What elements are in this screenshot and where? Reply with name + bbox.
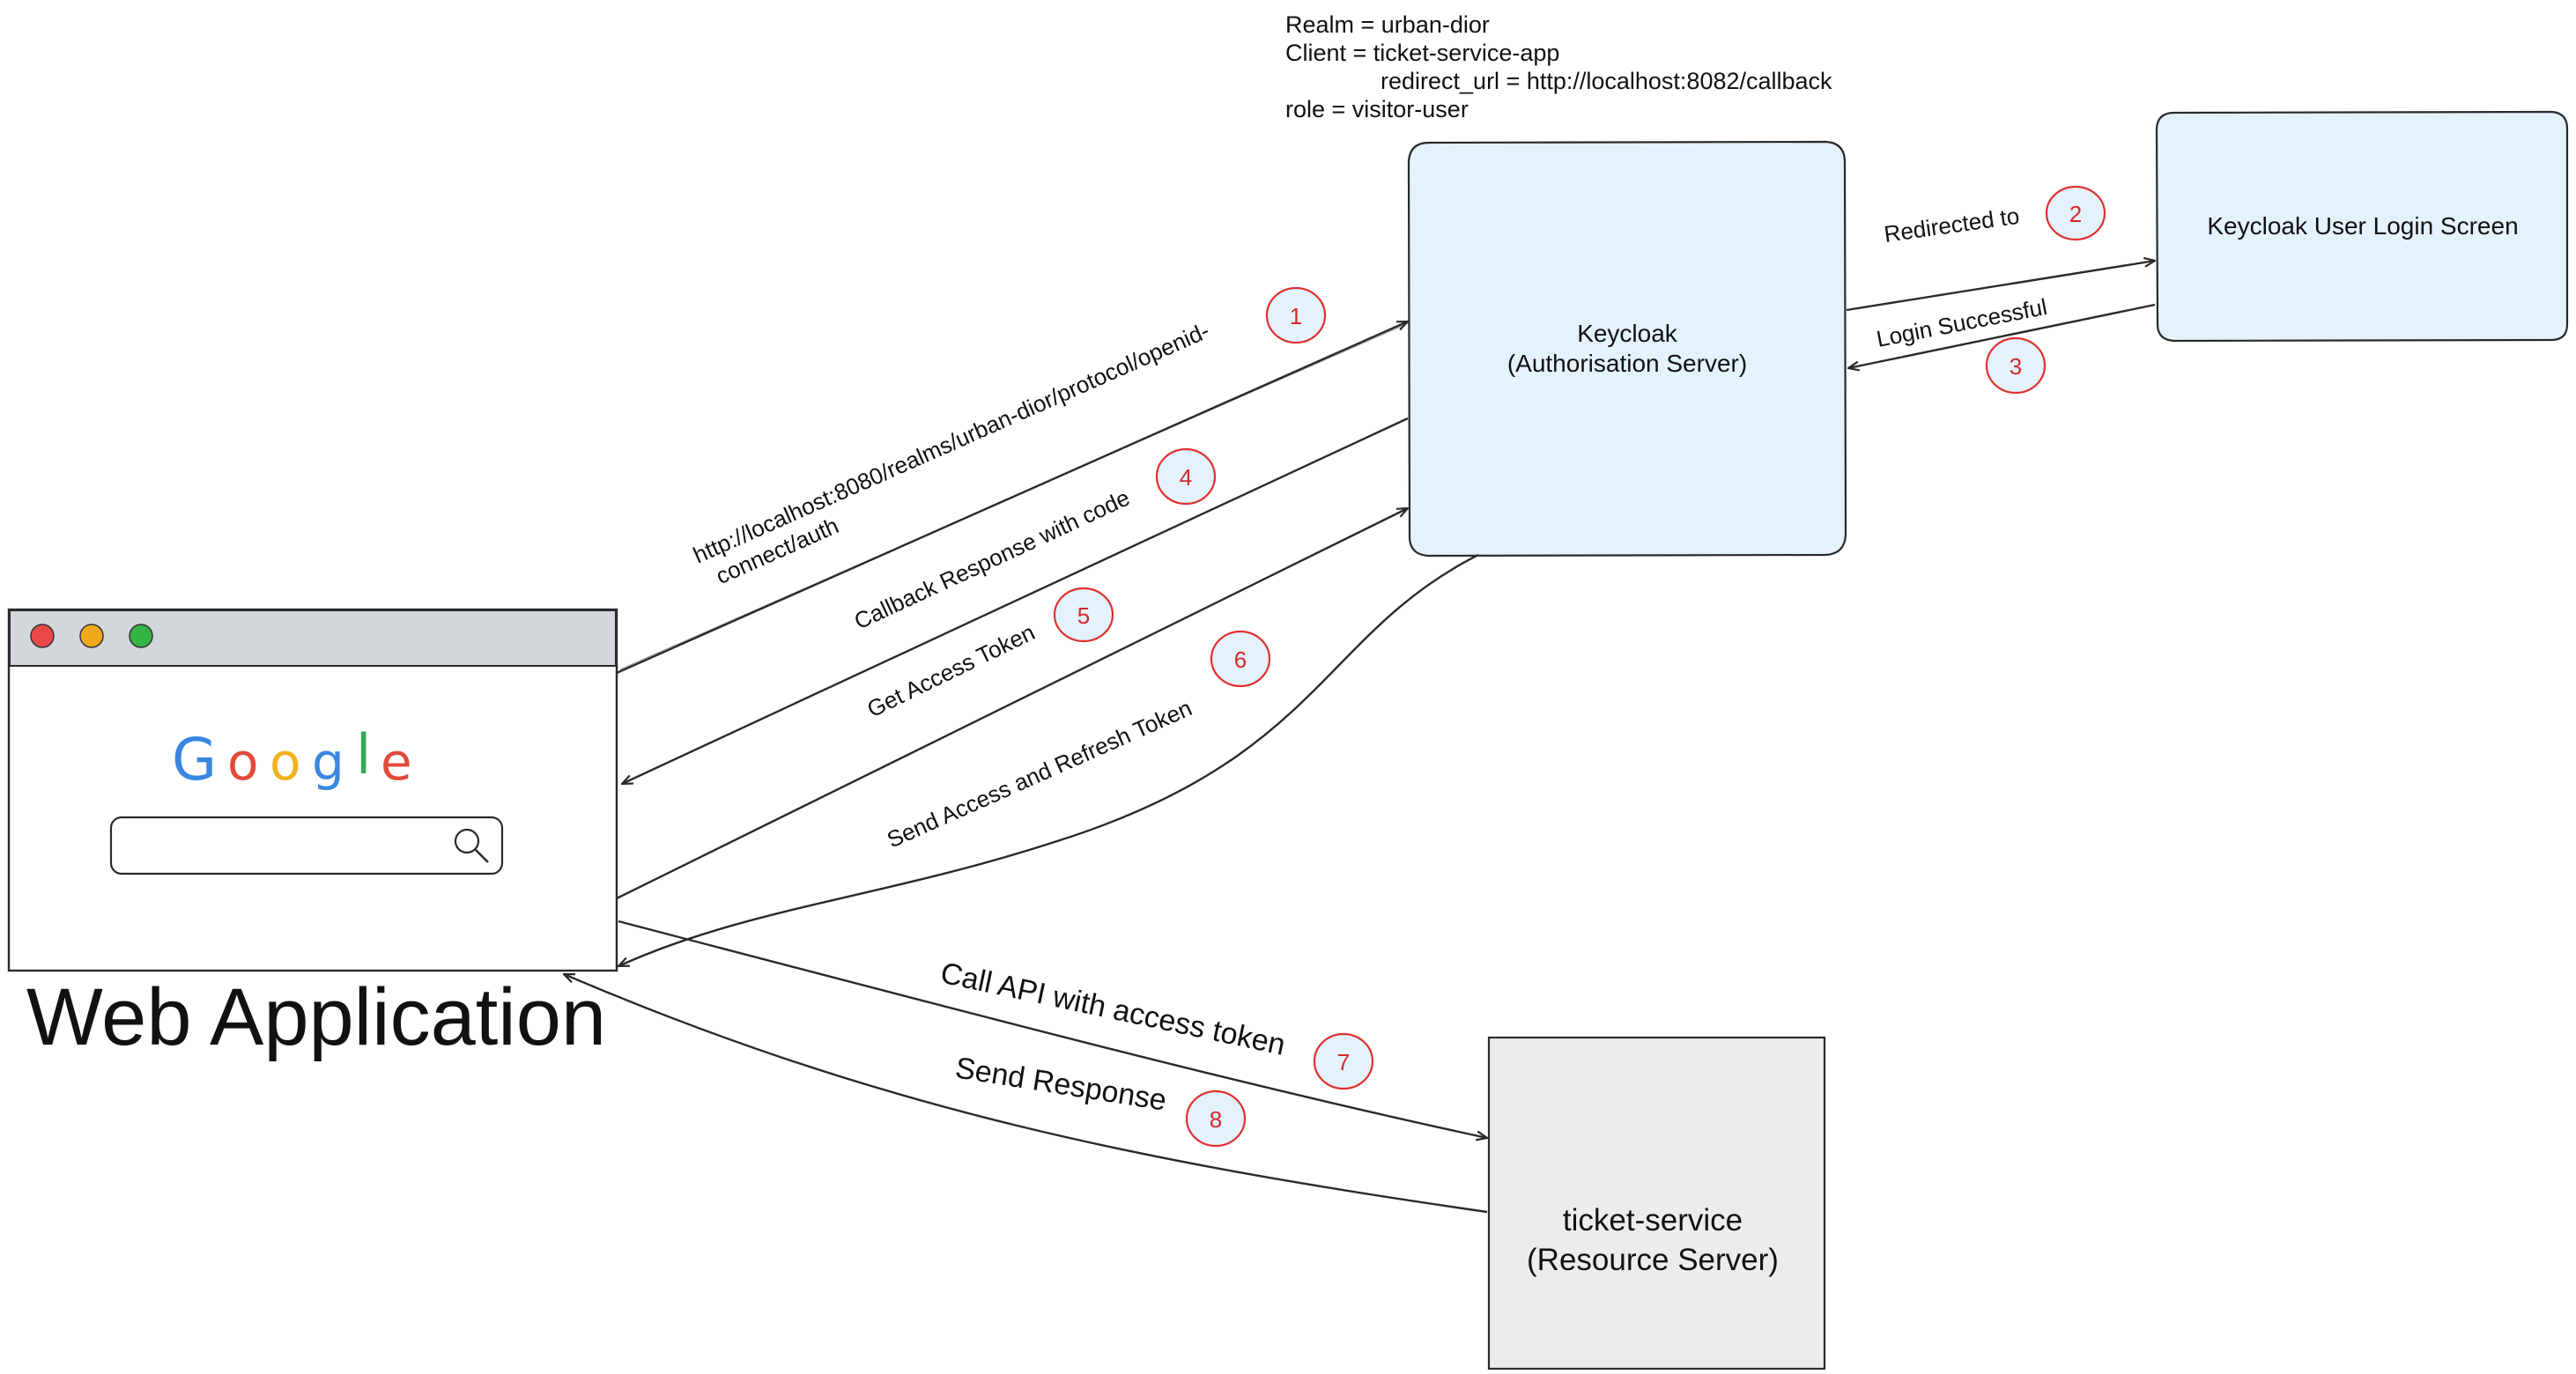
svg-text:3: 3 xyxy=(2010,353,2022,380)
svg-text:6: 6 xyxy=(1234,646,1247,673)
google-letter-o2: o xyxy=(270,732,301,792)
arrow-step-7 xyxy=(618,920,1487,1138)
step-8-badge: 8 xyxy=(1185,1090,1247,1148)
client-text: Client = ticket-service-app xyxy=(1285,40,1559,66)
step-5-label: Get Access Token xyxy=(862,618,1039,722)
maximize-dot-icon xyxy=(129,624,153,648)
redirect-url-text: redirect_url = http://localhost:8082/cal… xyxy=(1381,68,1832,94)
arrow-step-5 xyxy=(616,508,1408,900)
step-7-badge: 7 xyxy=(1313,1032,1374,1090)
svg-text:4: 4 xyxy=(1180,464,1192,491)
login-screen-node: Keycloak User Login Screen xyxy=(2155,110,2569,343)
ticket-service-box xyxy=(1487,1036,1826,1370)
step-7-label: Call API with access token xyxy=(937,957,1288,1062)
step-4-badge: 4 xyxy=(1155,447,1217,506)
svg-text:1: 1 xyxy=(1290,303,1302,329)
svg-text:2: 2 xyxy=(2069,201,2082,227)
minimize-dot-icon xyxy=(79,624,104,648)
arrow-step-8 xyxy=(564,974,1488,1214)
google-logo: G o o g l e xyxy=(172,722,412,794)
browser-title-bar xyxy=(9,609,617,667)
step-2-label: Redirected to xyxy=(1883,203,2021,247)
step-8-label: Send Response xyxy=(953,1051,1169,1117)
ticket-service-node: ticket-service (Resource Server) xyxy=(1487,1036,1826,1370)
google-letter-l: l xyxy=(356,722,371,787)
google-letter-g2: g xyxy=(312,732,344,792)
keycloak-title: Keycloak xyxy=(1577,320,1678,347)
web-application-label: Web Application xyxy=(26,972,606,1062)
step-3-badge: 3 xyxy=(1985,336,2047,395)
svg-text:5: 5 xyxy=(1077,602,1090,629)
arrow-step-4 xyxy=(622,417,1409,784)
keycloak-subtitle: (Authorisation Server) xyxy=(1507,350,1747,377)
login-screen-box xyxy=(2155,110,2569,343)
close-dot-icon xyxy=(30,624,55,648)
step-6-label: Send Access and Refresh Token xyxy=(883,694,1195,853)
google-letter-g: G xyxy=(172,726,217,794)
browser-window: G o o g l e xyxy=(7,608,618,972)
google-letter-e: e xyxy=(381,732,412,792)
ticket-service-title: ticket-service xyxy=(1563,1203,1743,1237)
step-1-label-group: http://localhost:8080/realms/urban-dior/… xyxy=(689,317,1213,589)
svg-text:7: 7 xyxy=(1337,1049,1350,1075)
arrow-step-2 xyxy=(1846,261,2155,312)
svg-text:8: 8 xyxy=(1210,1106,1222,1133)
arrow-step-3 xyxy=(1848,303,2156,368)
step-6-badge: 6 xyxy=(1210,630,1271,688)
realm-config-note: Realm = urban-dior Client = ticket-servi… xyxy=(1285,11,1832,122)
google-letter-o1: o xyxy=(227,732,259,792)
ticket-service-subtitle: (Resource Server) xyxy=(1527,1243,1779,1277)
login-screen-label: Keycloak User Login Screen xyxy=(2207,212,2518,240)
search-input[interactable] xyxy=(109,816,504,875)
step-5-badge: 5 xyxy=(1053,587,1114,643)
arrow-step-6 xyxy=(618,553,1479,966)
keycloak-box xyxy=(1407,140,1847,558)
search-icon[interactable] xyxy=(454,828,489,863)
browser-frame xyxy=(7,608,618,972)
step-1-badge: 1 xyxy=(1265,286,1327,344)
realm-text: Realm = urban-dior xyxy=(1285,11,1490,38)
step-2-badge: 2 xyxy=(2045,185,2106,241)
keycloak-node: Keycloak (Authorisation Server) xyxy=(1407,140,1847,558)
role-text: role = visitor-user xyxy=(1285,96,1469,122)
